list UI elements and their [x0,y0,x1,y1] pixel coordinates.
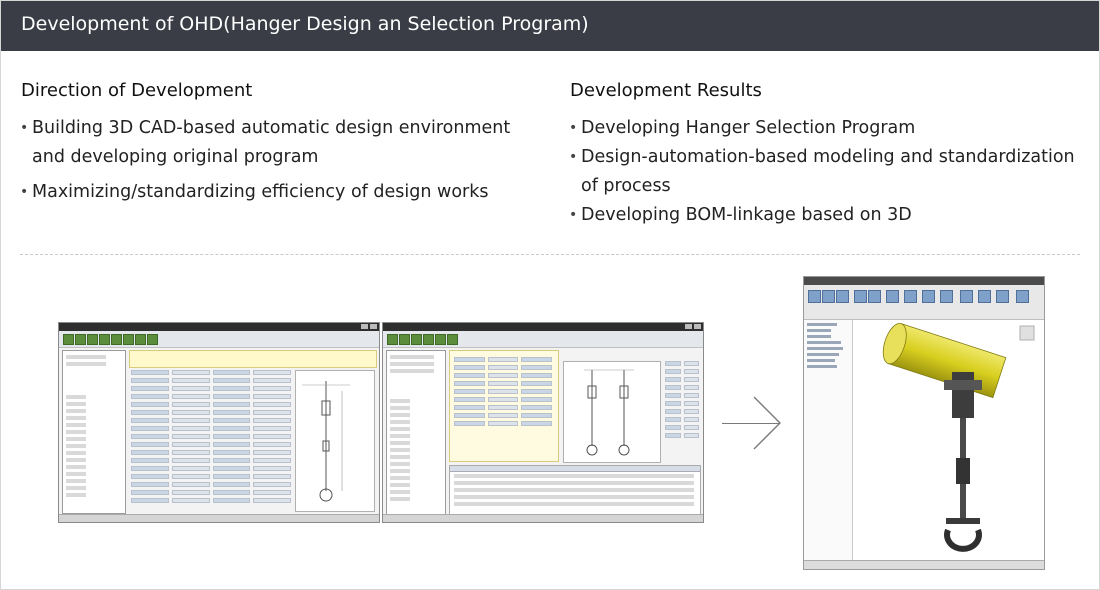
program-screenshot-2 [382,322,704,523]
direction-item: Building 3D CAD-based automatic design e… [20,114,530,172]
results-list: Developing Hanger Selection Program Desi… [569,114,1079,230]
program-screenshot-1 [58,322,380,523]
page-title: Development of OHD(Hanger Design an Sele… [21,13,589,35]
hanger-3d-model-icon [882,322,1035,552]
results-item: Design-automation-based modeling and sta… [569,143,1079,201]
results-item: Developing Hanger Selection Program [569,114,1079,143]
hanger-drawing-icon [302,381,350,502]
header-bar: Development of OHD(Hanger Design an Sele… [1,1,1099,51]
arrow-shaft [722,423,780,424]
arrow-right-icon [753,396,781,450]
results-title: Development Results [570,80,762,101]
direction-list: Building 3D CAD-based automatic design e… [20,114,530,207]
cad-screenshot [803,276,1045,570]
section-divider [20,254,1080,255]
calculation-drawing-icon [584,369,634,456]
direction-title: Direction of Development [21,80,253,101]
results-item: Developing BOM-linkage based on 3D [569,201,1079,230]
direction-item: Maximizing/standardizing efficiency of d… [20,178,530,207]
